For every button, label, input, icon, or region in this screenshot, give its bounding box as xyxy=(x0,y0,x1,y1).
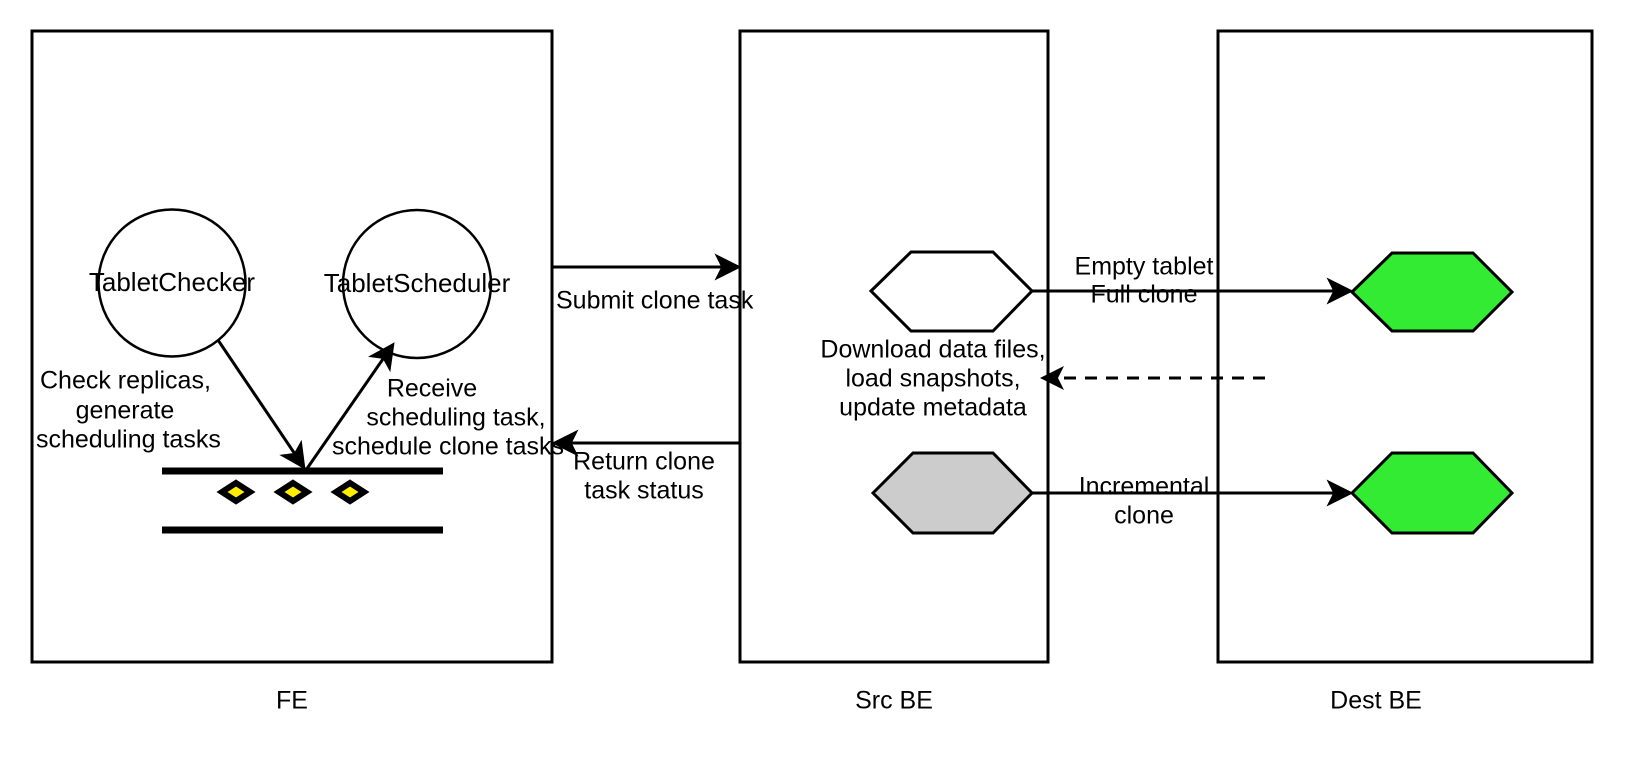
svg-text:task status: task status xyxy=(584,477,704,505)
svg-text:Return clone: Return clone xyxy=(573,448,715,476)
svg-text:scheduling task,: scheduling task, xyxy=(366,404,545,432)
tablet-checker-circle[interactable] xyxy=(97,208,247,358)
tablet-scheduler-circle[interactable] xyxy=(341,208,493,360)
dest-tablet-hexagon-full[interactable] xyxy=(1349,251,1515,333)
svg-text:scheduling tasks: scheduling tasks xyxy=(36,426,221,454)
svg-text:Receive: Receive xyxy=(387,375,477,403)
svg-text:update metadata: update metadata xyxy=(839,394,1027,422)
task-queue-item-3[interactable] xyxy=(330,479,370,505)
src-be-note: Download data files, load snapshots, upd… xyxy=(820,336,1045,422)
connection-return-status-label: Return clone task status xyxy=(573,448,715,505)
task-queue-item-2[interactable] xyxy=(273,479,313,505)
connection-submit-clone-task-label: Submit clone task xyxy=(556,287,754,315)
lane-caption-src-be: Src BE xyxy=(855,687,933,715)
svg-text:generate: generate xyxy=(76,397,175,425)
edge-label-receive-scheduling: Receive scheduling task, schedule clone … xyxy=(332,375,564,461)
svg-text:Full clone: Full clone xyxy=(1091,281,1198,309)
lane-box-dest-be xyxy=(1216,29,1594,664)
svg-text:Empty tablet: Empty tablet xyxy=(1075,253,1214,281)
svg-text:Download data files,: Download data files, xyxy=(820,336,1045,364)
task-queue-items xyxy=(216,479,370,505)
svg-text:Check replicas,: Check replicas, xyxy=(40,367,211,395)
task-queue-item-1[interactable] xyxy=(216,479,256,505)
edge-label-check-replicas: Check replicas, generate scheduling task… xyxy=(36,367,221,454)
lane-fe xyxy=(30,29,554,664)
lane-dest-be xyxy=(1216,29,1594,664)
connection-full-clone-label: Empty tablet Full clone xyxy=(1075,253,1214,309)
svg-text:load snapshots,: load snapshots, xyxy=(845,365,1020,393)
edge-check-replicas-arrow xyxy=(216,339,306,470)
lane-caption-dest-be: Dest BE xyxy=(1330,687,1422,715)
tablet-checker-label: TabletChecker xyxy=(89,267,256,297)
lane-box-src-be xyxy=(738,29,1050,664)
svg-text:clone: clone xyxy=(1114,502,1174,530)
lane-src-be xyxy=(738,29,1050,664)
dest-tablet-hexagon-incremental[interactable] xyxy=(1349,451,1515,535)
edge-receive-scheduling-arrow xyxy=(304,342,395,471)
tablet-scheduler-label: TabletScheduler xyxy=(324,268,511,298)
svg-text:Incremental: Incremental xyxy=(1079,473,1210,501)
lane-caption-fe: FE xyxy=(276,687,308,715)
lane-box-fe xyxy=(30,29,554,664)
connection-incremental-clone-label: Incremental clone xyxy=(1079,473,1210,530)
svg-text:schedule clone tasks: schedule clone tasks xyxy=(332,433,564,461)
